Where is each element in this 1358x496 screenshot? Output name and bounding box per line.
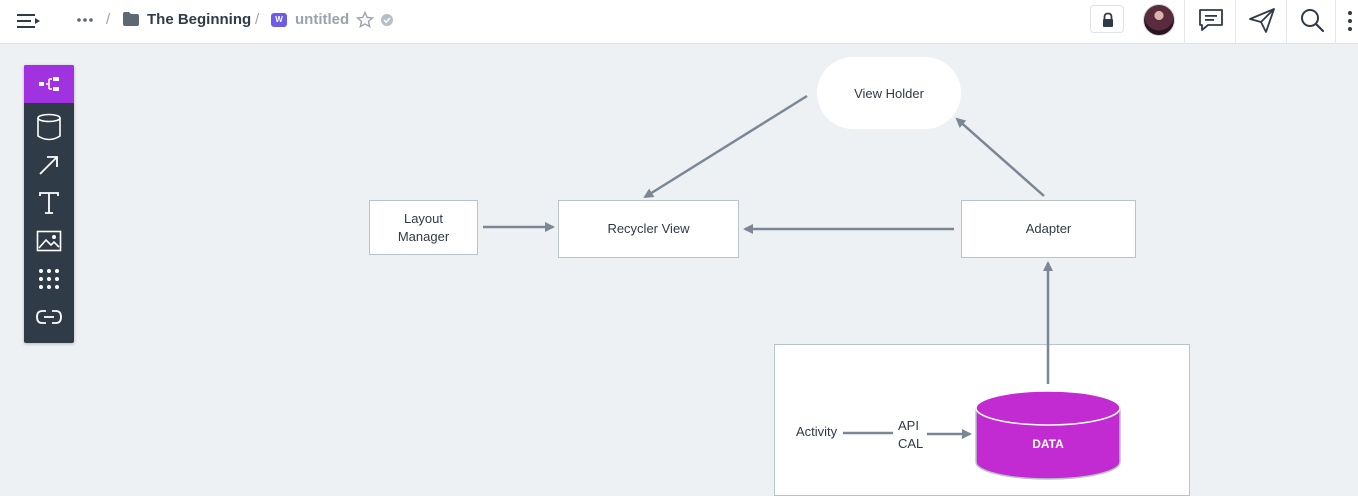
image-icon (36, 230, 62, 252)
label-api-call[interactable]: API CAL (898, 418, 924, 451)
edge-adapter-to-viewholder[interactable] (955, 117, 1045, 197)
verified-icon (381, 14, 393, 26)
node-layout-manager[interactable]: Layout Manager (369, 200, 478, 255)
lock-icon (1103, 12, 1113, 27)
node-data-database[interactable] (975, 390, 1121, 480)
tool-arrow[interactable] (24, 146, 74, 184)
divider (1286, 0, 1287, 44)
tool-text[interactable] (24, 184, 74, 222)
breadcrumb-separator: / (255, 11, 260, 28)
link-icon (36, 310, 62, 324)
node-view-holder[interactable]: View Holder (817, 57, 961, 129)
kebab-menu-icon[interactable] (1346, 9, 1354, 33)
doc-type-badge: W (271, 13, 287, 27)
star-icon[interactable] (356, 11, 374, 29)
send-icon[interactable] (1247, 6, 1277, 34)
top-bar: / The Beginning / W untitled (0, 0, 1358, 44)
tool-diagram[interactable] (24, 65, 74, 103)
grid-icon (39, 269, 59, 289)
comment-icon[interactable] (1196, 6, 1226, 34)
label-activity[interactable]: Activity (796, 424, 838, 439)
divider (1335, 0, 1336, 44)
diagram-icon (39, 77, 59, 91)
breadcrumb-folder[interactable]: The Beginning (147, 11, 252, 28)
search-icon[interactable] (1297, 6, 1327, 34)
node-recycler-view[interactable]: Recycler View (558, 200, 739, 258)
database-icon (37, 113, 61, 141)
text-icon (39, 192, 59, 214)
node-adapter[interactable]: Adapter (961, 200, 1136, 258)
label-data: DATA (1032, 437, 1064, 451)
divider (1235, 0, 1236, 44)
tool-grid[interactable] (24, 260, 74, 298)
menu-collapse-icon[interactable] (16, 10, 42, 32)
lock-button[interactable] (1090, 5, 1124, 33)
more-icon[interactable] (76, 15, 94, 25)
avatar[interactable] (1143, 4, 1175, 36)
tool-image[interactable] (24, 222, 74, 260)
edge-viewholder-to-recycler[interactable] (643, 94, 808, 199)
tool-link[interactable] (24, 298, 74, 336)
tool-database[interactable] (24, 108, 74, 146)
document-title[interactable]: untitled (295, 11, 350, 28)
divider (1184, 0, 1185, 44)
folder-icon (123, 12, 139, 26)
shape-toolbox (24, 65, 74, 343)
arrow-icon (39, 156, 58, 175)
breadcrumb-separator: / (106, 11, 111, 28)
